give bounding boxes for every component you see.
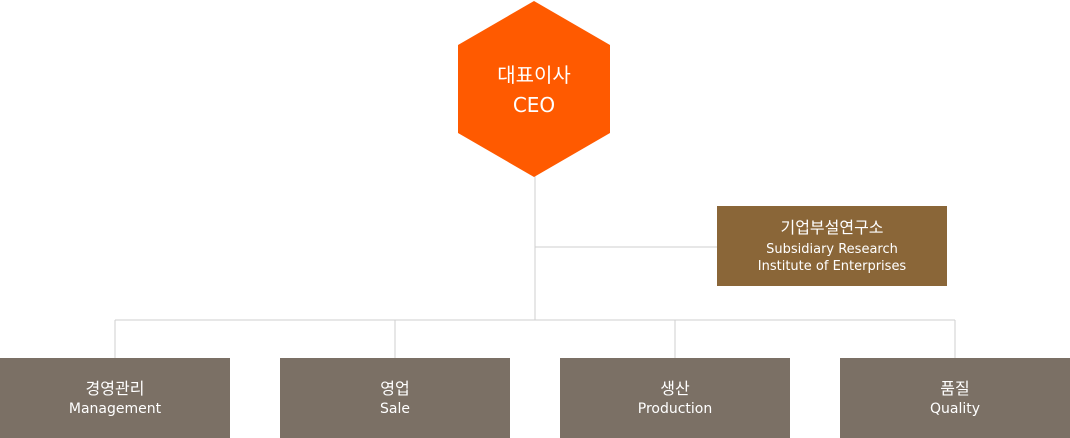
research-institute-title-en-line2: Institute of Enterprises [757, 259, 907, 274]
department-title-ko: 생산 [660, 378, 690, 398]
ceo-node: 대표이사 CEO [457, 0, 611, 178]
department-title-ko: 품질 [940, 378, 970, 398]
department-title-en: Management [68, 400, 162, 417]
department-production: 생산 Production [560, 358, 790, 438]
ceo-title-ko: 대표이사 [497, 63, 571, 87]
department-sale: 영업 Sale [280, 358, 510, 438]
department-quality: 품질 Quality [840, 358, 1070, 438]
ceo-hexagon [458, 1, 610, 177]
ceo-label: 대표이사 CEO [457, 60, 611, 120]
research-institute-title-ko: 기업부설연구소 [780, 218, 884, 237]
department-title-en: Quality [929, 400, 981, 417]
department-title-ko: 경영관리 [85, 378, 145, 398]
department-title-en: Production [637, 400, 713, 417]
department-management: 경영관리 Management [0, 358, 230, 438]
department-title-en: Sale [380, 400, 410, 417]
department-title-ko: 영업 [380, 378, 410, 398]
ceo-title-en: CEO [512, 93, 556, 117]
research-institute-title-en-line1: Subsidiary Research [766, 242, 898, 257]
research-institute-node: 기업부설연구소 Subsidiary Research Institute of… [717, 206, 947, 286]
